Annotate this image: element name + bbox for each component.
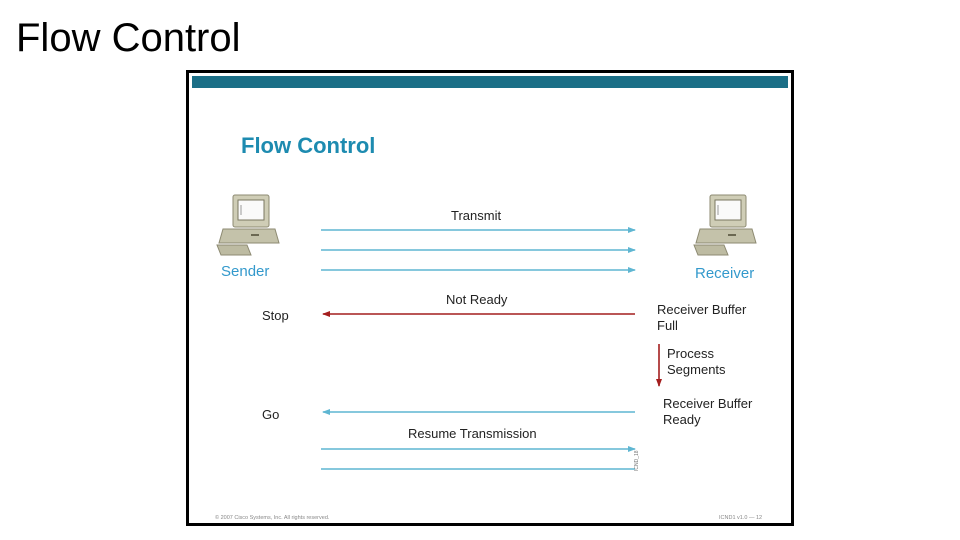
slide-image: Flow Control Sender Receiver Transmit No… [186, 70, 794, 526]
side-code: ICND_18 [634, 450, 640, 471]
resume-label: Resume Transmission [408, 426, 537, 441]
receiver-ready-line1: Receiver Buffer [663, 396, 753, 411]
receiver-ready-line2: Ready [663, 412, 701, 427]
slide-footer-right: ICND1 v1.0 — 12 [719, 515, 762, 521]
go-label: Go [262, 407, 279, 422]
page-title: Flow Control [16, 16, 241, 60]
process-line2: Segments [667, 362, 726, 377]
flow-diagram: Flow Control Sender Receiver Transmit No… [215, 133, 762, 521]
slide-footer-left: © 2007 Cisco Systems, Inc. All rights re… [215, 514, 330, 521]
receiver-full-line2: Full [657, 318, 678, 333]
receiver-full-line1: Receiver Buffer [657, 302, 747, 317]
stop-label: Stop [262, 308, 289, 323]
receiver-computer-icon [693, 194, 757, 256]
sender-computer-icon [216, 194, 280, 256]
receiver-label: Receiver [695, 265, 754, 282]
slide-title: Flow Control [241, 133, 375, 158]
process-line1: Process [667, 346, 714, 361]
not-ready-label: Not Ready [446, 292, 508, 307]
transmit-label: Transmit [451, 208, 501, 223]
sender-label: Sender [221, 263, 269, 280]
slide-topbar [192, 76, 788, 88]
